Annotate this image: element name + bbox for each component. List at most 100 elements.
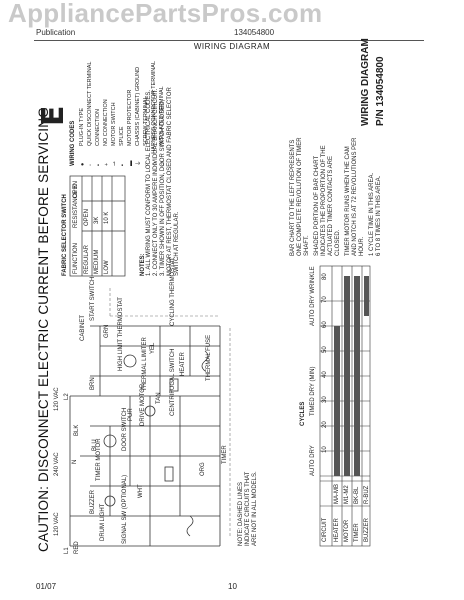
circuit-buzzer: BUZZER <box>364 518 370 542</box>
circuit-header: CIRCUIT <box>322 517 328 542</box>
fabric-row-low: LOW <box>104 260 110 274</box>
rotated-diagram: CAUTION: DISCONNECT ELECTRIC CURRENT BEF… <box>30 38 432 576</box>
n-label: N <box>72 459 78 464</box>
voltage-120-left: 120 VAC <box>54 512 60 536</box>
wire-blk: BLK <box>74 424 80 436</box>
contact-timer: BK-BL <box>354 486 360 504</box>
legend-item: ⊸MOTOR SWITCH <box>111 102 118 166</box>
insulated-terminal-icon: ▭ <box>160 160 166 166</box>
page-header: AppliancePartsPros.com Publication 13405… <box>0 0 464 51</box>
legend-item: ▪SPLICE <box>119 126 126 166</box>
centrifugal-label: CENTRIFUGAL SWITCH <box>170 348 176 416</box>
l1-label: L1 <box>64 547 70 554</box>
terminal-icon: ◦ <box>88 164 94 166</box>
no-connection-icon: + <box>104 162 110 166</box>
revision-letter: E <box>36 105 71 127</box>
chart-note: BAR CHART TO THE LEFT REPRESENTS ONE COM… <box>290 137 310 256</box>
voltage-240: 240 VAC <box>54 452 60 476</box>
minute-tick: 60 <box>322 321 328 328</box>
minute-tick: 30 <box>322 396 328 403</box>
footer-date: 01/07 <box>36 582 57 591</box>
legend-item: ◦QUICK DISCONNECT TERMINAL <box>87 61 94 166</box>
watermark: AppliancePartsPros.com <box>8 0 323 28</box>
publication-number: 134054800 <box>234 28 275 37</box>
harness-connector-icon: ◇ <box>152 161 158 166</box>
wire-grn: GRN <box>104 324 110 338</box>
fabric-table-title: FABRIC SELECTOR SWITCH <box>62 194 68 276</box>
cabinet-label: CABINET <box>80 314 86 341</box>
wire-yel: YEL <box>150 342 156 354</box>
voltage-120-right: 120 VAC <box>54 387 60 411</box>
minute-tick: 70 <box>322 296 328 303</box>
minute-tick: 50 <box>322 346 328 353</box>
wire-tan: TAN <box>156 392 162 404</box>
splice-icon: ▪ <box>120 164 126 166</box>
legend-item: ▬MOTOR PROTECTOR <box>127 89 134 167</box>
fabric-row-regular: REGULAR <box>84 244 90 274</box>
thermal-fuse-label: THERMAL FUSE <box>206 334 212 381</box>
chart-notes: BAR CHART TO THE LEFT REPRESENTS ONE COM… <box>290 136 383 256</box>
wiring-codes-legend: WIRING CODES ●PLUG-IN TYPE ◦QUICK DISCON… <box>70 61 166 166</box>
chart-note: SHADED PORTION OF BAR CHART INDICATES TH… <box>314 145 341 256</box>
screw-terminal-icon: ○ <box>144 162 150 166</box>
wire-brn: BRN <box>90 377 96 390</box>
contact-heater: MA-MB <box>334 484 340 504</box>
connection-icon: • <box>96 164 102 166</box>
diagram-sheet: CAUTION: DISCONNECT ELECTRIC CURRENT BEF… <box>30 38 432 576</box>
wire-pur: PUR <box>128 408 134 421</box>
l2-label: L2 <box>64 393 70 400</box>
contact-buzzer: R-BUZ <box>364 485 370 504</box>
wire-wht: WHT <box>138 484 144 498</box>
motor-switch-icon: ⊸ <box>112 161 118 166</box>
chart-note: TIMER MOTOR RUNS WHEN THE CAM AND NOTCH … <box>345 137 365 256</box>
chart-note: 1 CYCLE TIME IN THIS AREA. <box>369 172 375 256</box>
fabric-header-open: OPEN <box>73 180 79 198</box>
legend-item: ⏚CHASSIS (CABINET) GROUND <box>135 66 142 166</box>
minute-tick: 10 <box>322 446 328 453</box>
diagram-label: WIRING DIAGRAM <box>360 38 371 126</box>
minute-tick: 40 <box>322 371 328 378</box>
circuit-motor: MOTOR <box>344 519 350 542</box>
legend-item: •CONNECTION <box>95 109 102 166</box>
wire-red: RED <box>74 541 80 554</box>
legend-item: ▭INSULATED TERMINAL <box>159 86 166 166</box>
wire-org: ORG <box>200 462 206 476</box>
high-limit-label: HIGH LIMIT THERMOSTAT <box>118 297 124 371</box>
part-number: P/N 134054800 <box>375 56 386 126</box>
timed-dry-label: TIMED DRY (MIN) <box>310 366 316 416</box>
signal-sw-label: SIGNAL SW (OPTIONAL) <box>122 474 128 544</box>
heater-label: HEATER <box>180 352 186 376</box>
cycles-title: CYCLES <box>300 401 306 426</box>
ground-icon: ⏚ <box>136 160 142 166</box>
auto-dry-label: AUTO DRY <box>310 445 316 476</box>
fabric-row-medium-value: 3K <box>94 216 100 224</box>
legend-item: ●PLUG-IN TYPE <box>79 107 86 166</box>
auto-wrinkle-label: AUTO DRY WRINKLE <box>310 266 316 326</box>
page-title: WIRING DIAGRAM <box>193 42 271 51</box>
motor-protector-icon: ▬ <box>128 160 134 167</box>
start-switch-label: START SWITCH <box>90 276 96 321</box>
publication-label: Publication <box>36 28 76 37</box>
drum-light-label: DRUM LIGHT <box>100 503 106 541</box>
buzzer-label: BUZZER <box>90 490 96 514</box>
circuit-timer: TIMER <box>354 523 360 542</box>
header-rule <box>34 40 424 41</box>
page-number: 10 <box>228 582 237 591</box>
plug-icon: ● <box>80 162 86 166</box>
fabric-row-low-value: 10 K <box>104 211 110 224</box>
schematic-lines <box>69 175 371 547</box>
thermal-limiter-label: THERMAL LIMITER <box>142 337 148 391</box>
fabric-row-medium: MEDIUM <box>94 249 100 274</box>
legend-item: +NO CONNECTION <box>103 99 110 166</box>
minute-tick: 80 <box>322 273 328 280</box>
chart-note: 6 TO 8 TIMES IN THIS AREA. <box>376 175 382 256</box>
timer-label: TIMER <box>222 445 228 464</box>
fabric-row-regular-value: OPEN <box>84 208 90 226</box>
minute-tick: 20 <box>322 421 328 428</box>
circuit-heater: HEATER <box>334 518 340 542</box>
fabric-header-function: FUNCTION <box>73 243 79 274</box>
legend-item: ○SCREW TERMINAL <box>143 96 150 166</box>
legend-item: ◇HARNESS CONNECTOR TERMINAL <box>151 61 158 166</box>
dashed-lines-note: NOTE: DASHED LINES INDICATE CIRCUITS THA… <box>238 471 258 546</box>
contact-motor: M1-M2 <box>344 485 350 504</box>
